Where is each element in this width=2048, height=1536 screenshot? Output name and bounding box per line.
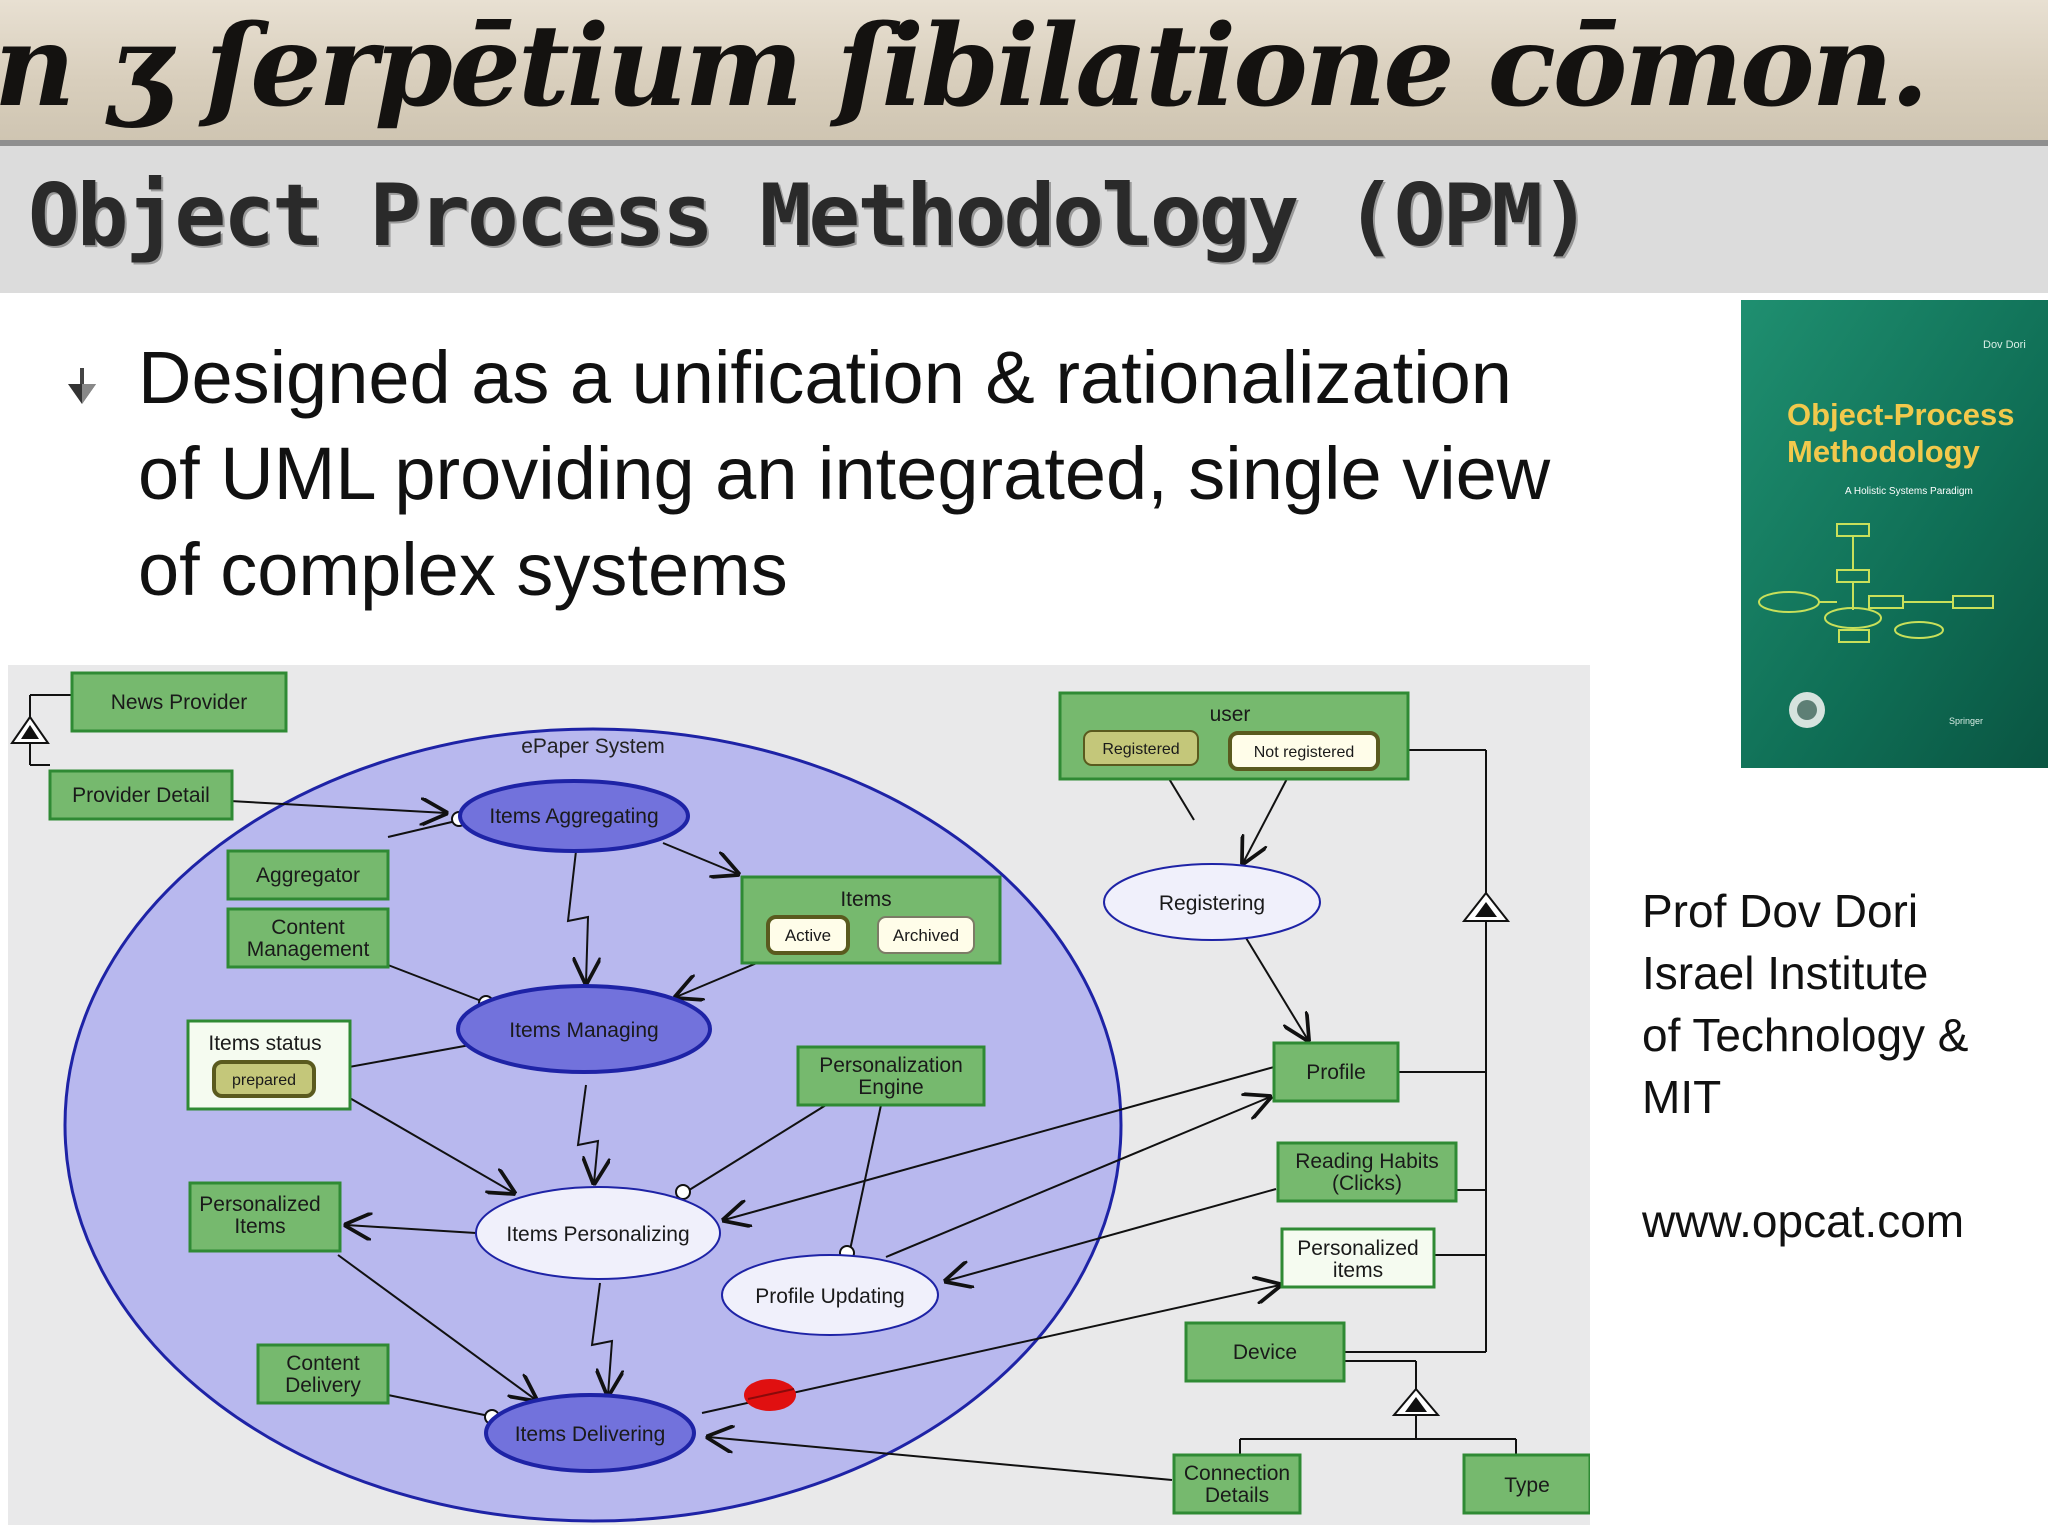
structural-link-triangles xyxy=(10,715,1511,1416)
object-label: Details xyxy=(1205,1484,1269,1507)
state-label: Not registered xyxy=(1254,744,1355,761)
object-label: Content xyxy=(286,1352,360,1375)
personalized-items-inner-object[interactable]: Personalized Items xyxy=(188,1181,342,1253)
content-management-object[interactable]: Content Management xyxy=(226,907,390,969)
items-object[interactable]: Items Active Archived xyxy=(740,875,1002,965)
book-cover-image: Dov Dori Object-Process Methodology A Ho… xyxy=(1741,300,2048,768)
title-bar: Object Process Methodology (OPM) xyxy=(0,140,2048,293)
object-label: Device xyxy=(1233,1341,1297,1364)
news-provider-object[interactable]: News Provider xyxy=(70,671,288,733)
process-label: Items Aggregating xyxy=(489,805,658,828)
book-title-line: Object-Process xyxy=(1787,397,2014,432)
author-credits: Prof Dov Dori Israel Institute of Techno… xyxy=(1642,880,2042,1252)
state-active[interactable] xyxy=(766,915,850,955)
state-label: Archived xyxy=(893,926,959,945)
author-line: Israel Institute xyxy=(1642,947,1929,999)
object-label: Reading Habits xyxy=(1295,1150,1439,1173)
book-author: Dov Dori xyxy=(1983,339,2026,351)
personalization-engine-object[interactable]: Personalization Engine xyxy=(796,1045,986,1107)
state-registered[interactable] xyxy=(1083,730,1199,766)
provider-detail-object[interactable]: Provider Detail xyxy=(48,769,234,821)
object-label: Items xyxy=(234,1215,285,1238)
aggregator-object[interactable]: Aggregator xyxy=(226,849,390,901)
slide-title: Object Process Methodology (OPM) xyxy=(28,166,1592,266)
object-label: Type xyxy=(1504,1474,1550,1497)
object-label: Management xyxy=(247,938,370,961)
opm-diagram: ePaper System xyxy=(8,665,1590,1525)
items-delivering-process[interactable]: Items Delivering xyxy=(484,1393,696,1473)
arrow-down-bullet-icon xyxy=(68,368,96,404)
state-not-registered[interactable] xyxy=(1228,731,1380,771)
bullet-text: Designed as a unification & rationalizat… xyxy=(138,330,1698,618)
object-label: Content xyxy=(271,916,345,939)
bullet-line: Designed as a unification & rationalizat… xyxy=(138,336,1512,419)
state-label: prepared xyxy=(232,1072,296,1089)
connection-details-object[interactable]: Connection Details xyxy=(1172,1453,1302,1515)
device-object[interactable]: Device xyxy=(1184,1321,1346,1383)
invocation-links xyxy=(566,850,612,1395)
object-label: Personalized xyxy=(1297,1237,1418,1260)
reading-habits-object[interactable]: Reading Habits (Clicks) xyxy=(1276,1141,1458,1203)
object-label: user xyxy=(1210,703,1251,726)
state-archived[interactable] xyxy=(877,916,975,954)
object-label: Items xyxy=(840,888,891,911)
author-line: MIT xyxy=(1642,1071,1722,1123)
user-object[interactable]: user Registered Not registered xyxy=(1058,691,1410,781)
bullet-line: of complex systems xyxy=(138,528,788,611)
object-label: Personalization xyxy=(819,1054,963,1077)
object-label: News Provider xyxy=(111,691,248,714)
book-publisher: Springer xyxy=(1949,716,1983,726)
book-subtitle: A Holistic Systems Paradigm xyxy=(1845,486,1973,497)
process-label: Registering xyxy=(1159,892,1265,915)
book-cover-art: Dov Dori Object-Process Methodology A Ho… xyxy=(1741,300,2048,768)
items-aggregating-process[interactable]: Items Aggregating xyxy=(458,779,690,853)
content-delivery-object[interactable]: Content Delivery xyxy=(256,1343,390,1405)
type-object[interactable]: Type xyxy=(1462,1453,1590,1515)
object-label: Profile xyxy=(1306,1061,1366,1084)
personalized-items-outer-object[interactable]: Personalized items xyxy=(1280,1227,1436,1289)
author-line: of Technology & xyxy=(1642,1009,1969,1061)
connector-lines xyxy=(29,694,1517,1481)
items-managing-process[interactable]: Items Managing xyxy=(456,984,712,1074)
profile-object[interactable]: Profile xyxy=(1272,1041,1400,1103)
book-title-line: Methodology xyxy=(1787,434,1981,469)
object-label: Aggregator xyxy=(256,864,360,887)
process-label: Profile Updating xyxy=(755,1285,904,1308)
object-label: Engine xyxy=(858,1076,923,1099)
state-prepared[interactable] xyxy=(212,1060,316,1098)
object-label: Items status xyxy=(208,1032,321,1055)
object-label: Connection xyxy=(1184,1462,1290,1485)
object-label: Personalized xyxy=(199,1193,320,1216)
object-label: Delivery xyxy=(285,1374,361,1397)
system-label: ePaper System xyxy=(521,735,665,758)
book-cover-diagram-icon xyxy=(1758,523,1994,643)
process-label: Items Personalizing xyxy=(506,1223,689,1246)
object-label: Provider Detail xyxy=(72,784,210,807)
website-link[interactable]: www.opcat.com xyxy=(1642,1195,1965,1247)
registering-process[interactable]: Registering xyxy=(1103,863,1321,941)
profile-updating-process[interactable]: Profile Updating xyxy=(721,1254,939,1336)
items-status-object[interactable]: Items status prepared xyxy=(186,1019,352,1111)
author-line: Prof Dov Dori xyxy=(1642,885,1919,937)
banner-text: n ʒ ſerpētium ſibilatione cōmon. xyxy=(0,1,1929,132)
author-line xyxy=(1642,1128,2042,1190)
object-label: (Clicks) xyxy=(1332,1172,1402,1195)
items-personalizing-process[interactable]: Items Personalizing xyxy=(475,1186,721,1280)
process-label: Items Managing xyxy=(509,1019,658,1042)
state-label: Active xyxy=(785,926,831,945)
bullet-line: of UML providing an integrated, single v… xyxy=(138,432,1551,515)
process-label: Items Delivering xyxy=(515,1423,666,1446)
state-label: Registered xyxy=(1102,741,1179,758)
object-label: items xyxy=(1333,1259,1383,1282)
manuscript-banner: n ʒ ſerpētium ſibilatione cōmon. xyxy=(0,0,2048,140)
